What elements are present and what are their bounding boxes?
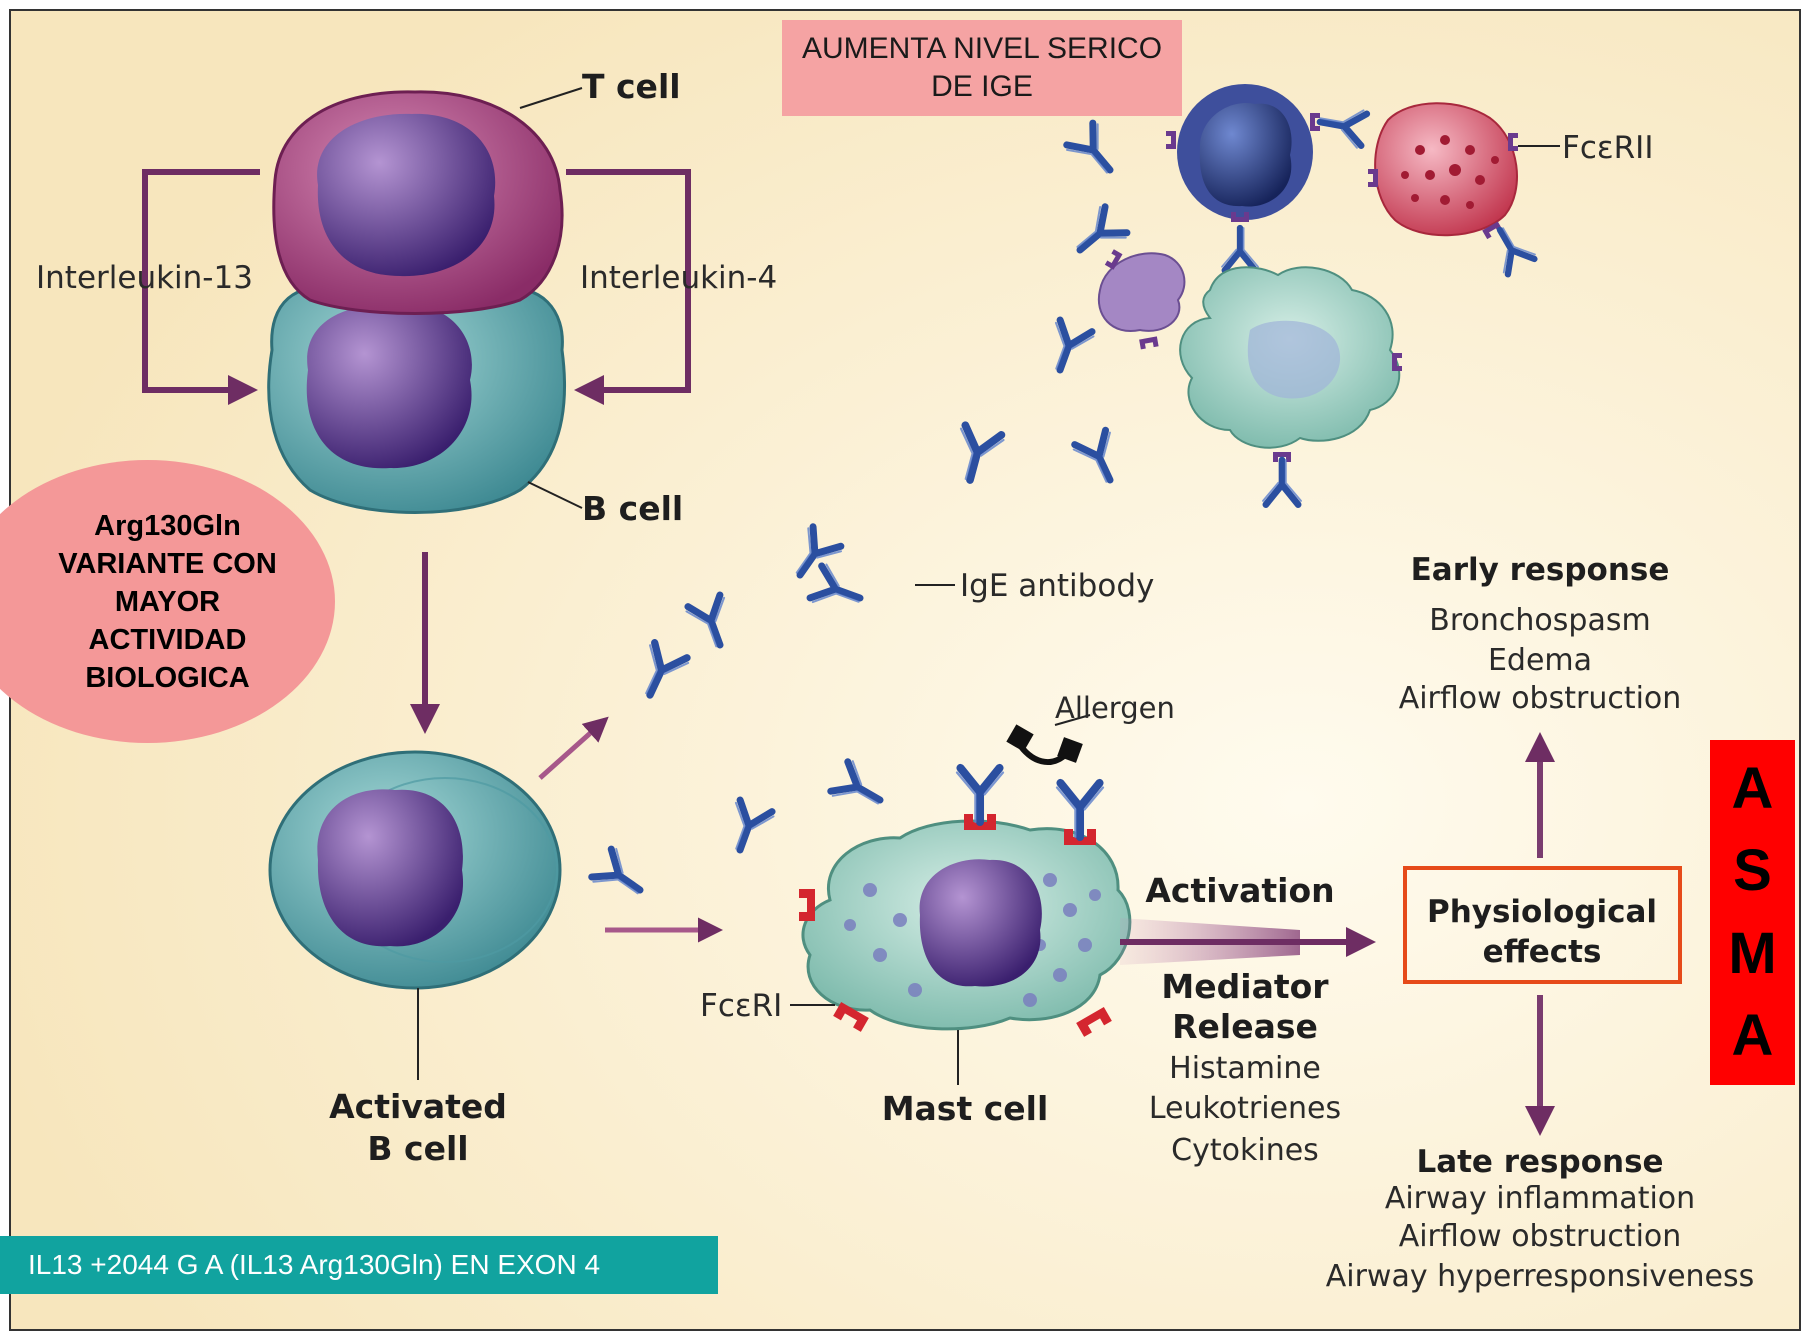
asma-letter: A xyxy=(1732,760,1774,818)
activated-b-cell-icon xyxy=(270,752,560,988)
asma-box: A S M A xyxy=(1710,740,1795,1085)
late-response-item: Airway inflammation xyxy=(1385,1181,1695,1216)
mediator-item: Cytokines xyxy=(1171,1133,1319,1168)
ige-antibody-label: IgE antibody xyxy=(960,568,1154,604)
mediator-release-label-line2: Release xyxy=(1172,1007,1318,1046)
mutation-banner: IL13 +2044 G A (IL13 Arg130Gln) EN EXON … xyxy=(0,1236,718,1294)
early-response-item: Edema xyxy=(1488,643,1592,678)
t-cell-label: T cell xyxy=(582,67,681,106)
asma-letter: M xyxy=(1728,925,1776,983)
b-cell-label: B cell xyxy=(582,489,683,528)
mutation-banner-text: IL13 +2044 G A (IL13 Arg130Gln) EN EXON … xyxy=(28,1249,600,1280)
mediator-item: Histamine xyxy=(1169,1051,1321,1086)
early-response-title: Early response xyxy=(1411,552,1670,588)
allergen-label: Allergen xyxy=(1055,691,1175,725)
interleukin-4-label: Interleukin-4 xyxy=(580,260,777,296)
asma-letter: S xyxy=(1733,842,1772,900)
late-response-title: Late response xyxy=(1416,1144,1663,1180)
activated-b-cell-label-line1: Activated xyxy=(329,1087,507,1126)
mediator-item: Leukotrienes xyxy=(1149,1091,1341,1126)
activated-b-cell-label-line2: B cell xyxy=(367,1129,468,1168)
interleukin-13-label: Interleukin-13 xyxy=(36,260,253,296)
early-response-item: Bronchospasm xyxy=(1429,603,1650,638)
serum-ige-callout-text: AUMENTA NIVEL SERICO DE IGE xyxy=(802,32,1162,103)
physiological-effects-label-line2: effects xyxy=(1483,934,1602,970)
t-cell-icon xyxy=(274,92,562,314)
physiological-effects-label-line1: Physiological xyxy=(1427,894,1657,930)
mediator-release-label-line1: Mediator xyxy=(1161,967,1329,1006)
fceri2-label: FcεRII xyxy=(1562,130,1653,166)
asma-letter: A xyxy=(1732,1007,1774,1065)
early-response-item: Airflow obstruction xyxy=(1399,681,1682,716)
variant-callout-text: Arg130Gln VARIANTE CON MAYOR ACTIVIDAD B… xyxy=(58,507,277,697)
mast-cell-label: Mast cell xyxy=(882,1089,1049,1128)
serum-ige-callout: AUMENTA NIVEL SERICO DE IGE xyxy=(782,20,1182,116)
fceri-label: FcεRI xyxy=(700,988,782,1024)
activation-label: Activation xyxy=(1145,871,1334,910)
late-response-item: Airway hyperresponsiveness xyxy=(1326,1259,1755,1294)
late-response-item: Airflow obstruction xyxy=(1399,1219,1682,1254)
